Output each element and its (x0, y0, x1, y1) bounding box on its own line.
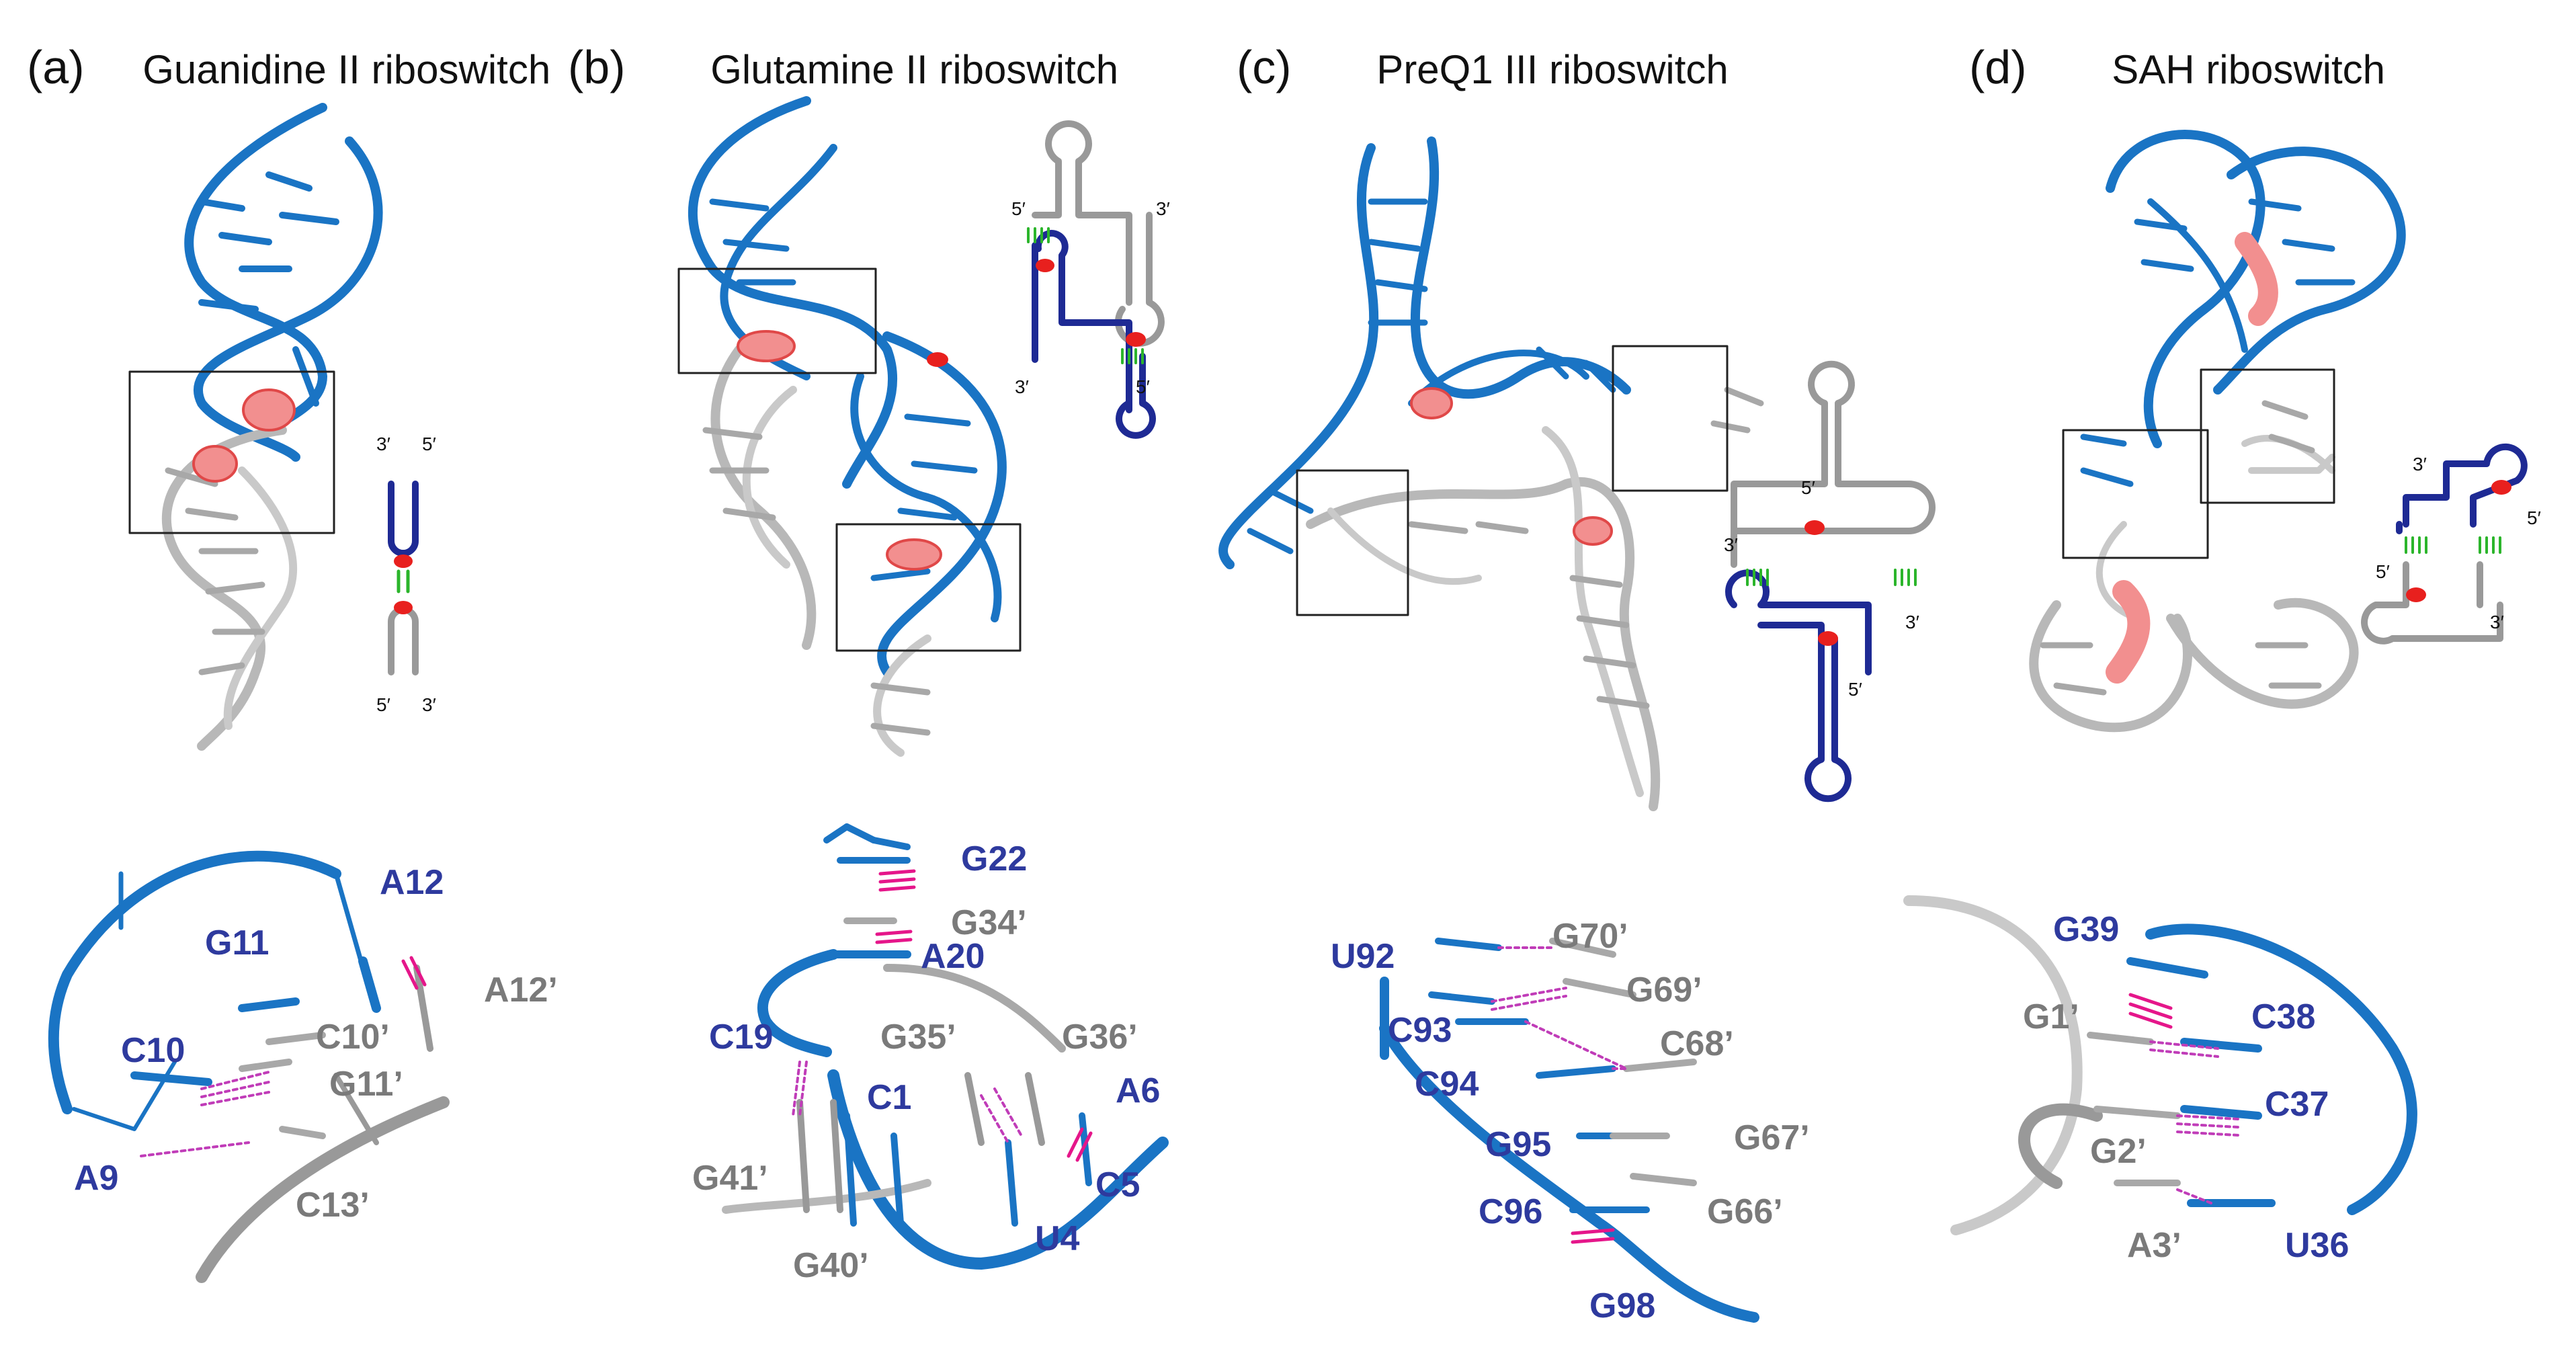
panel-letter-c: (c) (1237, 41, 1292, 93)
residue-label-grey: C10’ (316, 1018, 390, 1057)
end-label: 3′ (2490, 612, 2504, 632)
end-label: 5′ (1801, 477, 1815, 498)
residue-label-grey: G2’ (2090, 1132, 2147, 1171)
residue-label-grey: G11’ (329, 1065, 403, 1104)
residue-label-blue: C19 (709, 1018, 773, 1057)
panel-a-header: (a) Guanidine II riboswitch (27, 40, 550, 94)
residue-label-grey: G70’ (1552, 917, 1628, 956)
panel-letter-a: (a) (27, 41, 85, 93)
residue-label-blue: G22 (961, 839, 1027, 878)
residue-label-grey: C13’ (296, 1186, 370, 1225)
panel-title-d: SAH riboswitch (2112, 47, 2386, 92)
residue-label-grey: C68’ (1660, 1024, 1734, 1063)
panel-title-a: Guanidine II riboswitch (142, 47, 551, 92)
end-label: 3′ (376, 434, 390, 454)
panel-title-c: PreQ1 III riboswitch (1376, 47, 1729, 92)
panel-d-closeup (2018, 923, 2417, 1215)
panel-c-structure (1218, 136, 1764, 811)
residue-label-blue: U4 (1035, 1219, 1080, 1258)
residue-label-grey: G35’ (880, 1018, 956, 1057)
panel-b-structure (677, 96, 1022, 757)
residue-label-blue: C38 (2251, 997, 2315, 1036)
residue-label-grey: G1’ (2023, 997, 2079, 1036)
panel-letter-d: (d) (1969, 41, 2027, 93)
residue-label-grey: G41’ (692, 1159, 768, 1198)
panel-b-header: (b) Glutamine II riboswitch (568, 40, 1118, 94)
end-label: 5′ (422, 434, 436, 454)
residue-label-blue: C1 (867, 1078, 911, 1117)
end-label: 3′ (1905, 612, 1919, 632)
residue-label-grey: G66’ (1707, 1192, 1783, 1231)
residue-label-blue: A6 (1116, 1071, 1160, 1110)
residue-label-blue: G98 (1589, 1286, 1655, 1325)
end-label: 5′ (1136, 376, 1150, 397)
panel-c-schematic (1725, 360, 1936, 803)
residue-label-blue: U92 (1331, 937, 1395, 976)
end-label: 3′ (1724, 534, 1738, 555)
panel-c-closeup (1379, 895, 2083, 1323)
residue-label-blue: C93 (1388, 1011, 1452, 1050)
end-label: 5′ (376, 694, 390, 715)
residue-label-blue: G11 (205, 923, 269, 962)
panel-d-header: (d) SAH riboswitch (1969, 40, 2385, 94)
residue-label-blue: C96 (1479, 1192, 1542, 1231)
end-label: 5′ (1848, 679, 1862, 700)
residue-label-blue: G95 (1485, 1125, 1551, 1164)
panel-d-schematic (2361, 443, 2528, 645)
panel-b-closeup (722, 823, 1169, 1270)
end-label: 3′ (1015, 376, 1029, 397)
end-label: 3′ (2413, 454, 2427, 475)
residue-label-blue: C10 (121, 1031, 185, 1070)
end-label: 5′ (2376, 561, 2390, 582)
end-label: 5′ (1011, 198, 1026, 219)
end-label: 3′ (422, 694, 436, 715)
residue-label-blue: A9 (74, 1159, 118, 1198)
residue-label-blue: C5 (1095, 1165, 1140, 1204)
end-label: 3′ (1156, 198, 1170, 219)
panel-letter-b: (b) (568, 41, 626, 93)
panel-a-closeup (48, 850, 450, 1283)
panel-c-header: (c) PreQ1 III riboswitch (1237, 40, 1729, 94)
residue-label-grey: G67’ (1734, 1118, 1810, 1157)
panel-d-structure (2029, 130, 2406, 733)
residue-label-blue: A20 (921, 937, 985, 976)
panel-a-schematic (388, 481, 419, 675)
panel-b-schematic (1027, 120, 1165, 439)
residue-label-grey: G36’ (1062, 1018, 1138, 1057)
residue-label-blue: U36 (2285, 1226, 2349, 1265)
panel-a-structure (128, 103, 383, 751)
residue-label-grey: G40’ (793, 1246, 869, 1285)
residue-label-blue: A12 (380, 863, 444, 902)
end-label: 5′ (2527, 507, 2541, 528)
residue-label-blue: C94 (1415, 1065, 1479, 1104)
panel-title-b: Glutamine II riboswitch (710, 47, 1119, 92)
residue-label-grey: A12’ (484, 971, 558, 1010)
residue-label-blue: G39 (2053, 910, 2119, 949)
residue-label-grey: A3’ (2127, 1226, 2182, 1265)
residue-label-grey: G69’ (1626, 971, 1702, 1010)
residue-label-grey: G34’ (951, 903, 1027, 942)
residue-label-blue: C37 (2265, 1085, 2329, 1124)
